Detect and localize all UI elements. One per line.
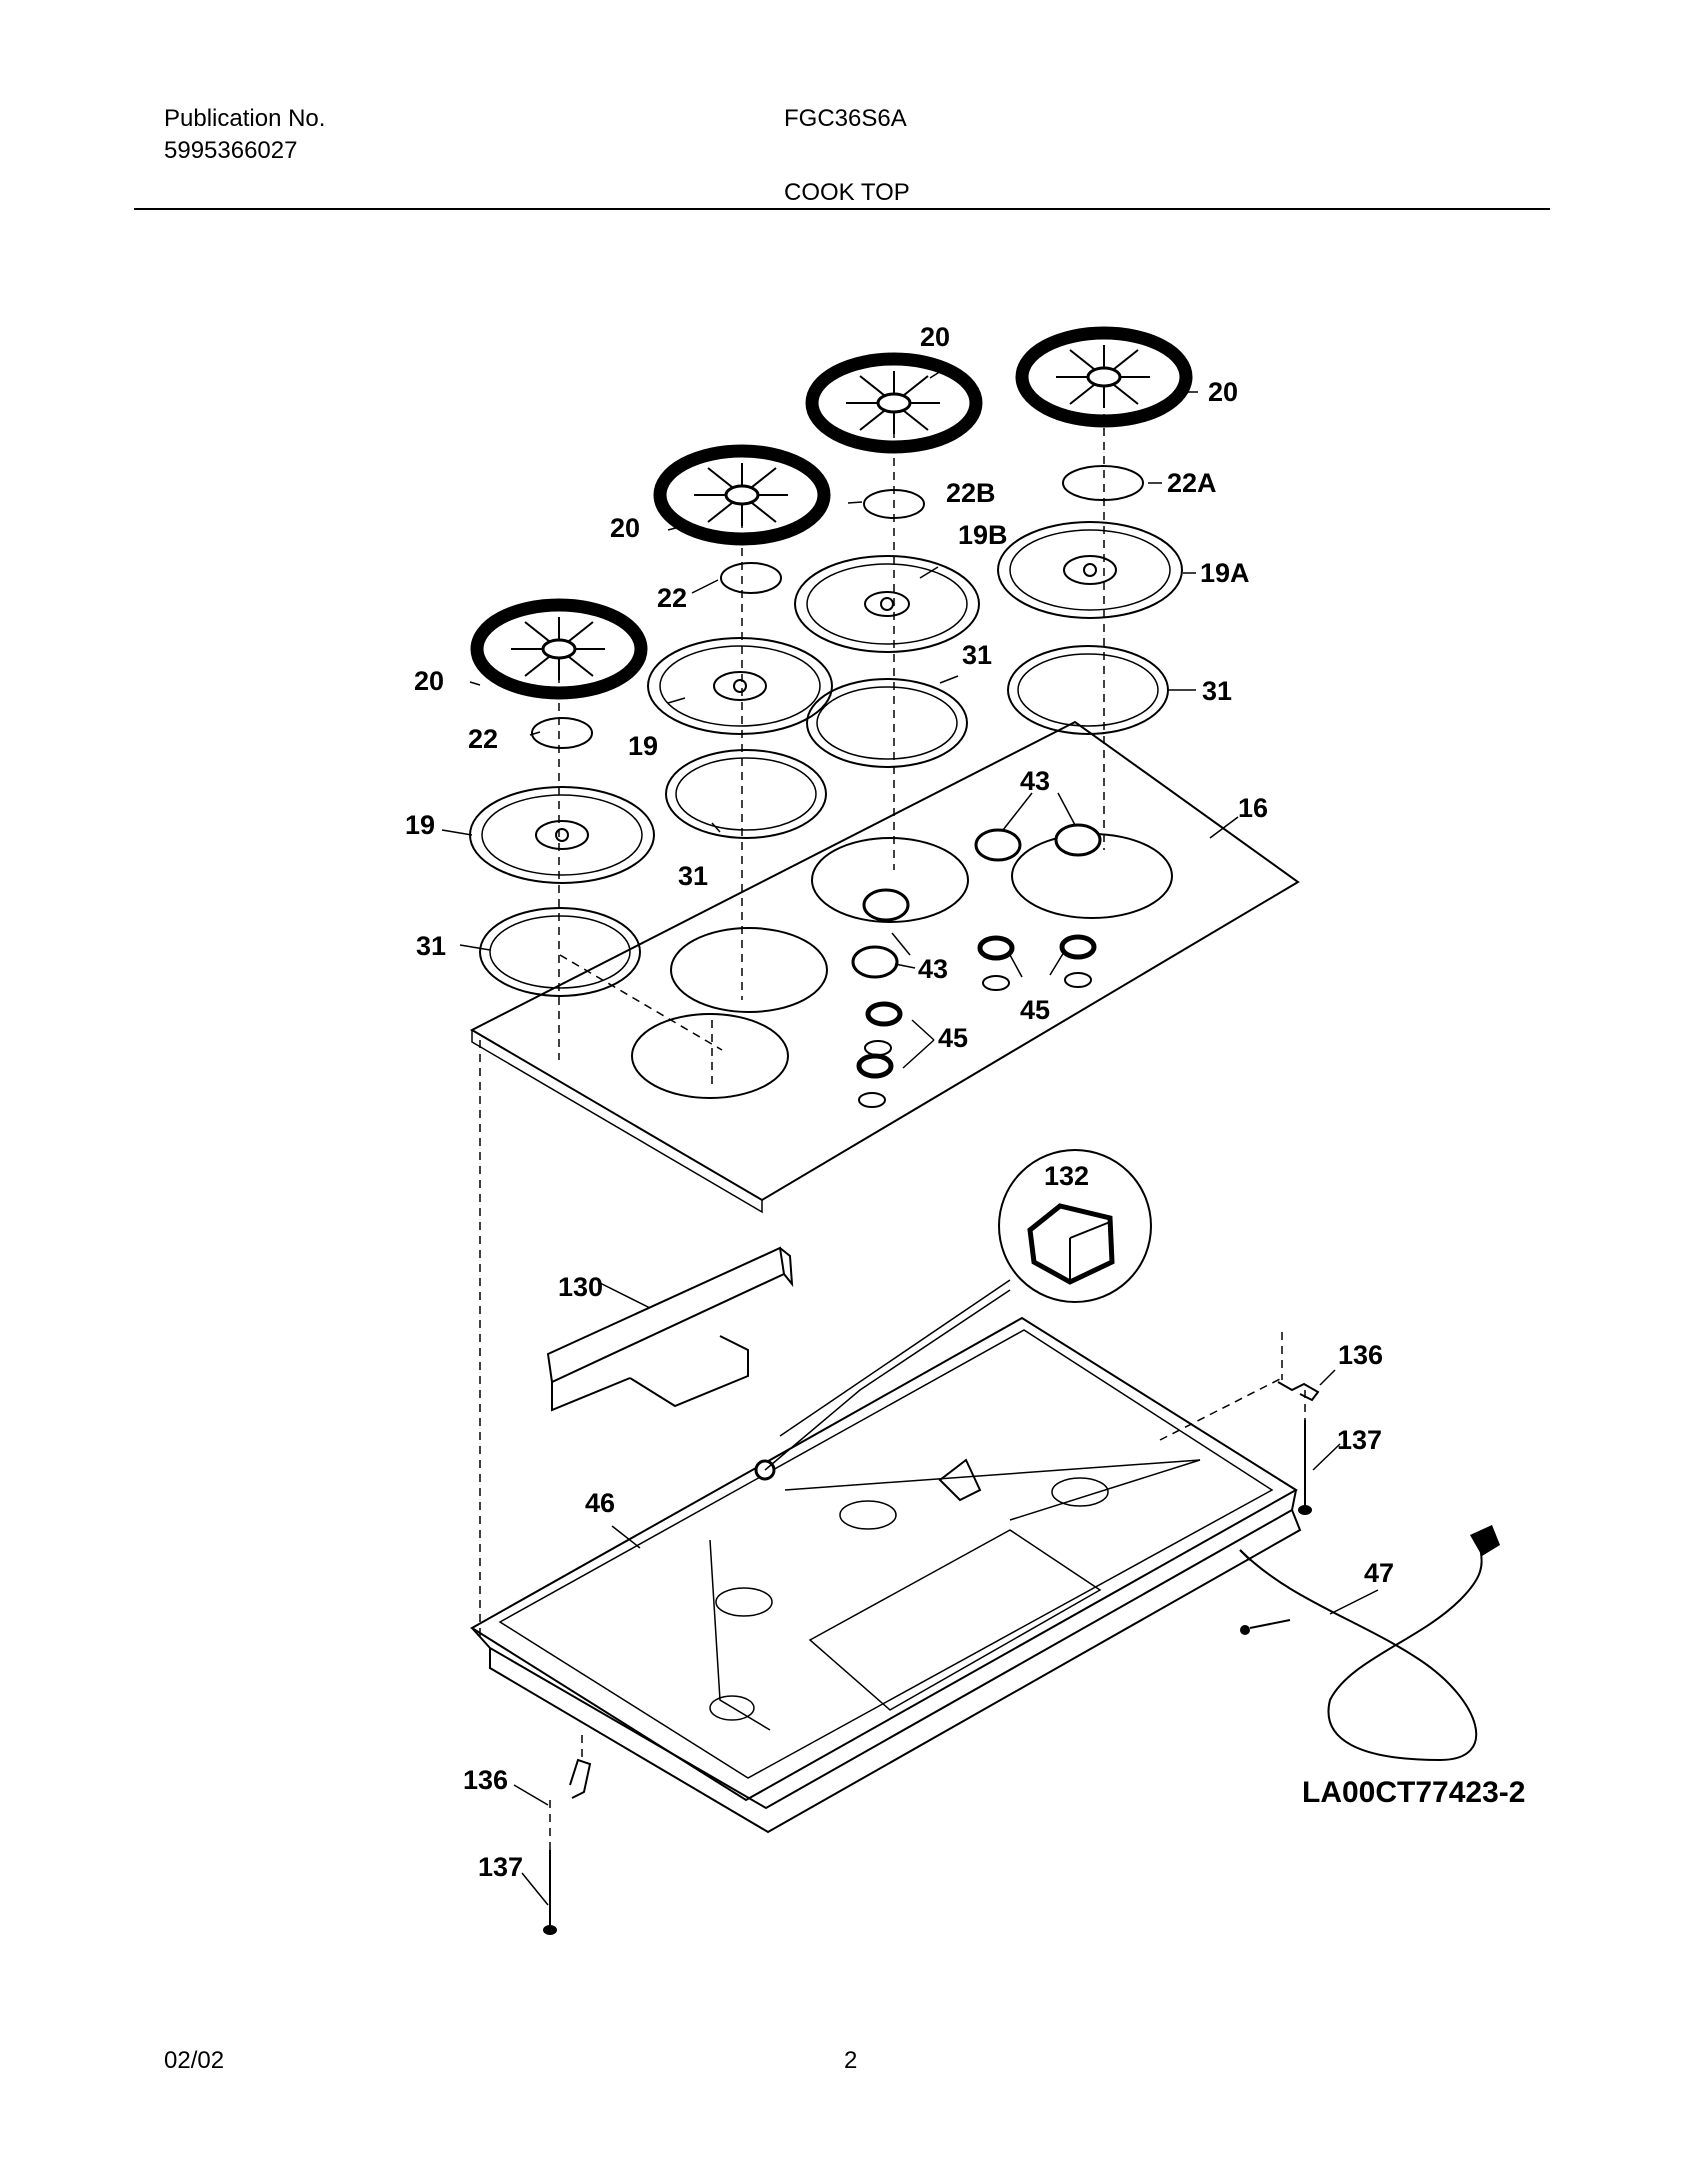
base-pan-46 bbox=[470, 1289, 1302, 1834]
callout-137: 137 bbox=[478, 1852, 523, 1882]
callout-137: 137 bbox=[1337, 1425, 1382, 1455]
header-rule bbox=[134, 208, 1550, 210]
section-title: COOK TOP bbox=[784, 179, 910, 206]
burner-cap-22-rear bbox=[720, 562, 782, 594]
callout-19: 19 bbox=[405, 810, 435, 840]
model-number: FGC36S6A bbox=[784, 105, 907, 132]
burner-cap-22a bbox=[1062, 465, 1144, 501]
burner-head-19-rear bbox=[647, 637, 833, 735]
callout-31: 31 bbox=[416, 931, 446, 961]
callout-16: 16 bbox=[1238, 793, 1268, 823]
callout-19a: 19A bbox=[1200, 558, 1250, 588]
trim-ring-31-right bbox=[1007, 645, 1169, 735]
callout-132: 132 bbox=[1044, 1161, 1089, 1191]
burner-head-19b bbox=[794, 555, 980, 653]
publication-number: 5995366027 bbox=[164, 137, 298, 164]
callout-45: 45 bbox=[938, 1023, 968, 1053]
burner-head-19-front bbox=[469, 786, 655, 884]
control-knob-43 bbox=[851, 823, 1102, 979]
callout-136: 136 bbox=[1338, 1340, 1383, 1370]
footer-date: 02/02 bbox=[164, 2047, 225, 2074]
callout-31: 31 bbox=[1202, 676, 1232, 706]
burner-head-19a bbox=[997, 521, 1183, 619]
callout-20: 20 bbox=[610, 513, 640, 543]
callout-20: 20 bbox=[1208, 377, 1238, 407]
ignition-module-132-detail bbox=[779, 1149, 1152, 1437]
trim-ring-31-front bbox=[479, 907, 641, 997]
callout-31: 31 bbox=[678, 861, 708, 891]
mounting-clip-136-left bbox=[569, 1758, 592, 1799]
trim-ring-31-center bbox=[806, 678, 968, 768]
cooktop-top-16 bbox=[469, 720, 1300, 1214]
callout-22a: 22A bbox=[1167, 468, 1217, 498]
callout-22: 22 bbox=[657, 583, 687, 613]
burner-cap-22-front bbox=[531, 717, 593, 749]
callout-46: 46 bbox=[585, 1488, 615, 1518]
bracket-130 bbox=[546, 1246, 794, 1412]
callout-19b: 19B bbox=[958, 520, 1008, 550]
callout-43: 43 bbox=[918, 954, 948, 984]
power-cord-47 bbox=[1239, 1525, 1500, 1762]
callout-20: 20 bbox=[414, 666, 444, 696]
callout-22: 22 bbox=[468, 724, 498, 754]
trim-ring-31-left bbox=[665, 749, 827, 839]
callout-136: 136 bbox=[463, 1765, 508, 1795]
callout-130: 130 bbox=[558, 1272, 603, 1302]
drawing-code: LA00CT77423-2 bbox=[1302, 1776, 1525, 1809]
page-number: 2 bbox=[844, 2047, 858, 2074]
callout-47: 47 bbox=[1364, 1558, 1394, 1588]
callout-19: 19 bbox=[628, 731, 658, 761]
publication-label: Publication No. bbox=[164, 105, 326, 132]
callout-43: 43 bbox=[1020, 766, 1050, 796]
callout-31: 31 bbox=[962, 640, 992, 670]
knob-seal-45 bbox=[856, 934, 1097, 1108]
screw-137-right bbox=[1298, 1420, 1312, 1515]
callout-45: 45 bbox=[1020, 995, 1050, 1025]
mounting-clip-136-right bbox=[1277, 1381, 1320, 1402]
callout-22b: 22B bbox=[946, 478, 996, 508]
callout-20: 20 bbox=[920, 322, 950, 352]
screw-137-left bbox=[543, 1850, 557, 1935]
